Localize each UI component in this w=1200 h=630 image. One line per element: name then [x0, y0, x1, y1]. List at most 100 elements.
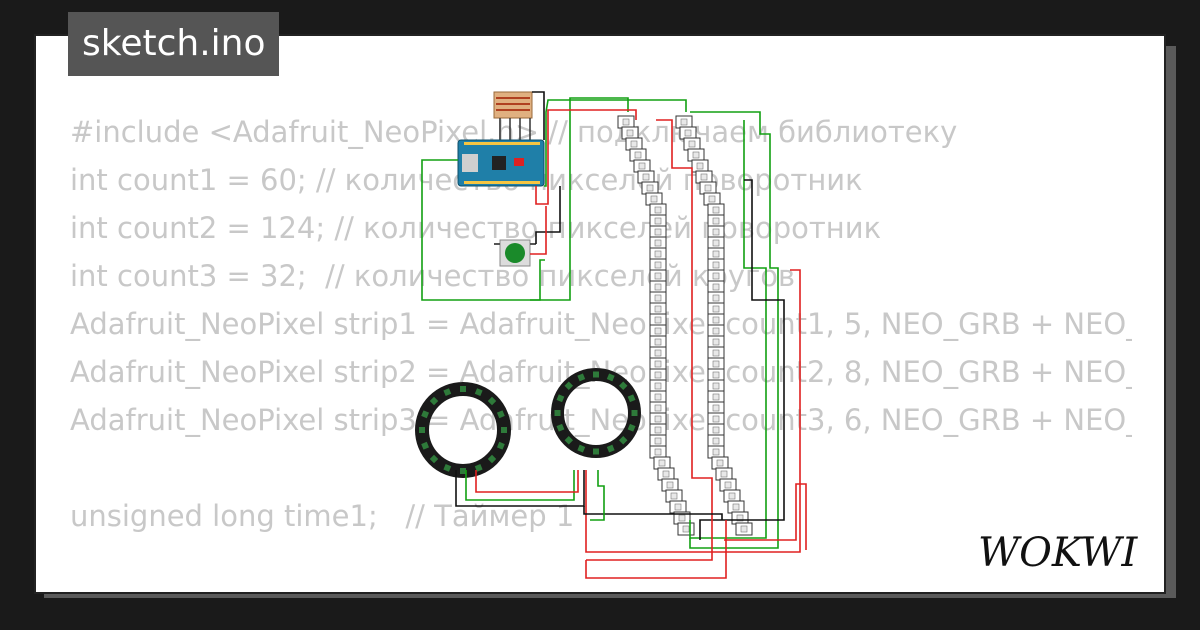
- ring-led: [618, 435, 628, 445]
- strip-pixel-led: [654, 239, 662, 247]
- strip-pixel-led: [712, 393, 720, 401]
- strip-pixel-led: [712, 217, 720, 225]
- strip-pixel-led: [654, 217, 662, 225]
- strip-pixel-led: [654, 349, 662, 357]
- arduino-nano[interactable]: [457, 139, 545, 187]
- strip-pixel-led: [654, 305, 662, 313]
- strip-pixel-led: [692, 151, 700, 159]
- strip-pixel-led: [654, 316, 662, 324]
- ring-led: [421, 410, 430, 419]
- strip-pixel-led: [654, 338, 662, 346]
- strip-pixel-led: [654, 327, 662, 335]
- strip-pixel-led: [700, 173, 708, 181]
- strip-pixel-led: [654, 283, 662, 291]
- ring-led: [443, 388, 452, 397]
- ring-led: [429, 454, 439, 464]
- ring-led: [564, 381, 574, 391]
- strip-pixel-led: [666, 481, 674, 489]
- neopixel-ring-left[interactable]: [415, 382, 511, 478]
- ring-led: [577, 373, 586, 382]
- ring-led: [496, 410, 505, 419]
- strip-pixel-led: [688, 140, 696, 148]
- strip-pixel-led: [712, 404, 720, 412]
- strip-pixel-led: [654, 250, 662, 258]
- strip-pixel-led: [712, 415, 720, 423]
- strip-pixel-led: [654, 206, 662, 214]
- ring-led: [627, 394, 636, 403]
- strip-pixel-led: [654, 437, 662, 445]
- neopixel-strip-right[interactable]: [675, 115, 753, 536]
- strip-pixel-led: [680, 118, 688, 126]
- strip-pixel-led: [712, 283, 720, 291]
- ring-led: [487, 454, 497, 464]
- wokwi-logo: WOKWI: [978, 530, 1138, 576]
- strip-pixel-led: [736, 514, 744, 522]
- strip-pixel-led: [626, 129, 634, 137]
- ring-led: [443, 463, 452, 472]
- strip-pixel-led: [712, 272, 720, 280]
- strip-pixel-led: [712, 349, 720, 357]
- wires: [421, 91, 807, 579]
- strip-pixel-led: [712, 448, 720, 456]
- strip-pixel-led: [654, 448, 662, 456]
- pushbutton[interactable]: [494, 239, 536, 267]
- strip-pixel-led: [678, 514, 686, 522]
- ring-led: [627, 423, 636, 432]
- strip-pixel-led: [724, 481, 732, 489]
- strip-pixel-led: [654, 415, 662, 423]
- strip-pixel-led: [654, 228, 662, 236]
- strip-pixel-led: [654, 360, 662, 368]
- strip-pixel-led: [728, 492, 736, 500]
- strip-pixel-led: [704, 184, 712, 192]
- strip-pixel-led: [654, 404, 662, 412]
- ring-led: [474, 463, 483, 472]
- strip-pixel-led: [696, 162, 704, 170]
- strip-pixel-led: [682, 525, 690, 533]
- ring-led: [501, 427, 507, 433]
- code-line: Adafruit_NeoPixel strip2 = Adafruit_NeoP…: [70, 355, 1132, 389]
- preview-panel: #include <Adafruit_NeoPixel.h> // подклю…: [34, 34, 1166, 594]
- strip-pixel-led: [654, 272, 662, 280]
- strip-pixel-led: [716, 459, 724, 467]
- strip-pixel-led: [712, 206, 720, 214]
- strip-pixel-led: [638, 162, 646, 170]
- ring-led: [577, 444, 586, 453]
- ring-led: [593, 448, 599, 455]
- strip-pixel-led: [654, 371, 662, 379]
- ring-led: [606, 444, 615, 453]
- strip-pixel-led: [684, 129, 692, 137]
- strip-pixel-led: [654, 393, 662, 401]
- strip-pixel-led: [708, 195, 716, 203]
- neopixel-ring-right[interactable]: [551, 368, 641, 458]
- ring-led: [419, 427, 425, 433]
- ring-led: [631, 410, 638, 416]
- strip-pixel-led: [654, 426, 662, 434]
- strip-pixel-led: [654, 382, 662, 390]
- strip-pixel-led: [658, 459, 666, 467]
- ring-led: [606, 373, 615, 382]
- strip-pixel-led: [712, 316, 720, 324]
- ring-led: [429, 396, 439, 406]
- ring-led: [556, 423, 565, 432]
- strip-pixel-led: [674, 503, 682, 511]
- ring-led: [460, 386, 466, 392]
- strip-pixel-led: [712, 371, 720, 379]
- strip-pixel-led: [712, 294, 720, 302]
- strip-pixel-led: [634, 151, 642, 159]
- strip-pixel-led: [712, 261, 720, 269]
- ring-led: [564, 435, 574, 445]
- strip-pixel-led: [630, 140, 638, 148]
- strip-pixel-led: [712, 360, 720, 368]
- neopixel-strip-left[interactable]: [617, 115, 695, 536]
- strip-pixel-led: [642, 173, 650, 181]
- strip-pixel-led: [646, 184, 654, 192]
- code-line: int count1 = 60; // количество пикселей …: [70, 163, 863, 197]
- strip-pixel-led: [622, 118, 630, 126]
- ring-led: [474, 388, 483, 397]
- strip-pixel-led: [650, 195, 658, 203]
- code-line: Adafruit_NeoPixel strip1 = Adafruit_NeoP…: [70, 307, 1132, 341]
- code-line: unsigned long time1; // Таймер 1: [70, 499, 575, 533]
- strip-pixel-led: [712, 426, 720, 434]
- code-view: #include <Adafruit_NeoPixel.h> // подклю…: [70, 108, 1132, 592]
